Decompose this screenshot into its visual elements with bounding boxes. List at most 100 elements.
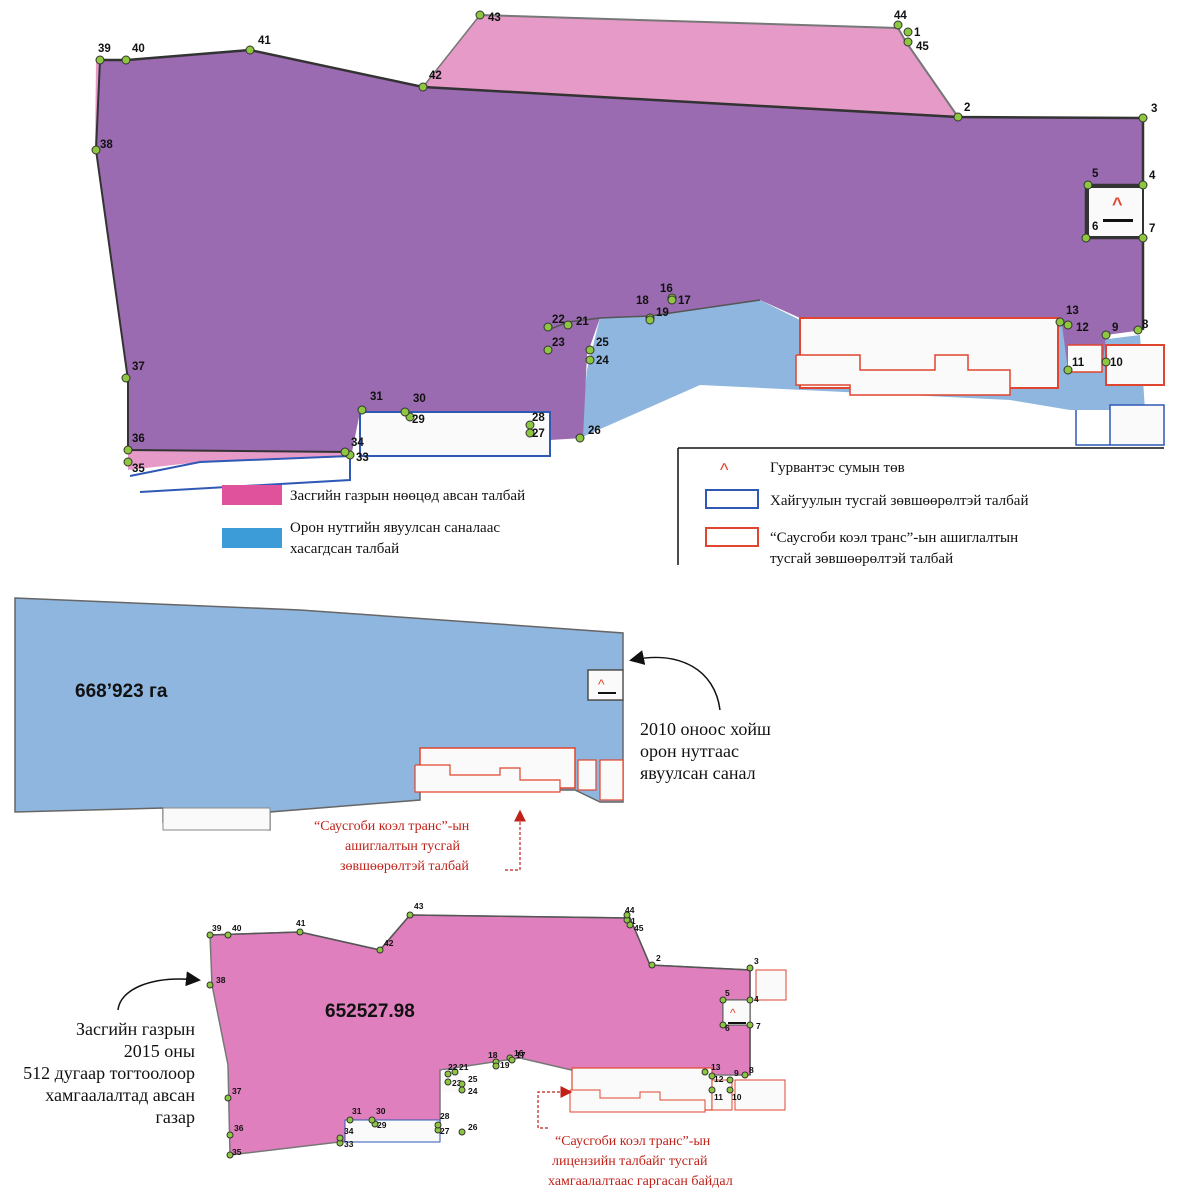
vertex-point	[340, 447, 350, 457]
vertex-label: 24	[468, 1086, 478, 1096]
vertex-label: 21	[576, 316, 589, 328]
bottom-reserve-area	[209, 914, 751, 1156]
legend-label-town: Гурвантэс сумын төв	[770, 460, 905, 476]
vertex-label: 37	[232, 1086, 242, 1096]
vertex-label: 33	[356, 452, 369, 464]
bottom-arrow-red	[537, 1086, 573, 1129]
vertex-point	[726, 1076, 734, 1084]
vertex-point	[95, 55, 105, 65]
vertex-point	[626, 921, 634, 929]
vertex-point	[226, 1151, 234, 1159]
vertex-point	[1101, 357, 1111, 367]
vertex-label: 44	[625, 905, 635, 915]
vertex-point	[346, 1116, 354, 1124]
vertex-point	[121, 55, 131, 65]
vertex-label: 36	[132, 433, 145, 445]
vertex-point	[645, 315, 655, 325]
vertex-label: 45	[634, 923, 644, 933]
vertex-label: 38	[216, 975, 226, 985]
vertex-point	[226, 1131, 234, 1139]
vertex-point	[701, 1068, 709, 1076]
bottom-note-left-1: Засгийн газрын	[76, 1019, 195, 1039]
vertex-point	[458, 1080, 466, 1088]
vertex-label: 26	[588, 425, 601, 437]
vertex-label: 13	[1066, 305, 1079, 317]
legend-label-excluded-1: Орон нутгийн явуулсан саналаас	[290, 520, 500, 536]
vertex-label: 35	[232, 1147, 242, 1157]
bottom-note-left-2: 2015 оны	[124, 1041, 195, 1061]
vertex-label: 25	[596, 337, 609, 349]
vertex-label: 3	[754, 956, 759, 966]
vertex-point	[1083, 180, 1093, 190]
vertex-point	[91, 145, 101, 155]
vertex-point	[336, 1134, 344, 1142]
middle-note-bottom-3: зөвшөөрөлтэй талбай	[340, 859, 469, 874]
bottom-map: ^ 652527.98 Засгийн газрын 2015 оны 512 …	[23, 901, 787, 1189]
vertex-label: 45	[916, 41, 929, 53]
vertex-point	[708, 1072, 716, 1080]
vertex-point	[406, 911, 414, 919]
bottom-note-3: хамгаалалтаас гаргасан байдал	[548, 1174, 733, 1189]
vertex-label: 10	[1110, 357, 1123, 369]
vertex-label: 19	[500, 1060, 510, 1070]
bottom-license-area	[569, 969, 787, 1113]
town-dash-top	[1103, 219, 1133, 222]
middle-note-right-3: явуулсан санал	[640, 763, 756, 783]
vertex-label: 30	[376, 1106, 386, 1116]
vertex-point	[434, 1121, 442, 1129]
legend-swatch-pink	[222, 485, 282, 505]
vertex-point	[206, 981, 214, 989]
vertex-point	[451, 1068, 459, 1076]
vertex-label: 41	[258, 35, 271, 47]
vertex-point	[648, 961, 656, 969]
vertex-point	[667, 295, 677, 305]
vertex-label: 8	[749, 1065, 754, 1075]
vertex-label: 7	[756, 1021, 761, 1031]
vertex-point	[123, 457, 133, 467]
vertex-label: 25	[468, 1074, 478, 1084]
vertex-label: 22	[448, 1062, 458, 1072]
vertex-label: 27	[440, 1126, 450, 1136]
vertex-label: 1	[914, 27, 921, 39]
legend-label-exploration: Хайгуулын тусгай зөвшөөрөлтэй талбай	[770, 493, 1028, 509]
middle-area-label: 668’923 га	[75, 681, 168, 702]
vertex-point	[746, 996, 754, 1004]
bottom-note-left-3: 512 дугаар тогтоолоор	[23, 1063, 195, 1083]
vertex-label: 39	[98, 43, 111, 55]
vertex-point	[953, 112, 963, 122]
vertex-point	[525, 420, 535, 430]
vertex-label: 28	[532, 412, 545, 424]
vertex-point	[296, 928, 304, 936]
vertex-label: 21	[459, 1062, 469, 1072]
vertex-label: 6	[725, 1023, 730, 1033]
vertex-point	[623, 911, 631, 919]
vertex-label: 42	[429, 70, 442, 82]
bottom-town-icon: ^	[730, 1006, 736, 1020]
vertex-point	[1063, 320, 1073, 330]
vertex-point	[585, 355, 595, 365]
vertex-point	[726, 1086, 734, 1094]
vertex-label: 2	[656, 953, 661, 963]
vertex-point	[708, 1086, 716, 1094]
vertex-label: 37	[132, 361, 145, 373]
vertex-point	[458, 1086, 466, 1094]
bottom-note-1: “Саусгоби коэл транс”-ын	[555, 1134, 711, 1149]
bottom-note-2: лицензийн талбайг тусгай	[552, 1154, 708, 1169]
vertex-label: 18	[636, 295, 649, 307]
legend-label-license-2: тусгай зөвшөөрөлтэй талбай	[770, 551, 953, 567]
vertex-label: 19	[656, 307, 669, 319]
middle-note-bottom-1: “Саусгоби коэл транс”-ын	[314, 819, 470, 834]
vertex-point	[1101, 330, 1111, 340]
vertex-point	[543, 322, 553, 332]
overlap-area	[96, 50, 1143, 452]
vertex-label: 31	[370, 391, 383, 403]
vertex-point	[563, 320, 573, 330]
vertex-point	[475, 10, 485, 20]
vertex-label: 23	[552, 337, 565, 349]
boundary-line-top2	[422, 14, 481, 88]
vertex-label: 38	[100, 139, 113, 151]
vertex-point	[224, 1094, 232, 1102]
vertex-point	[1133, 325, 1143, 335]
vertex-label: 9	[1112, 322, 1118, 334]
